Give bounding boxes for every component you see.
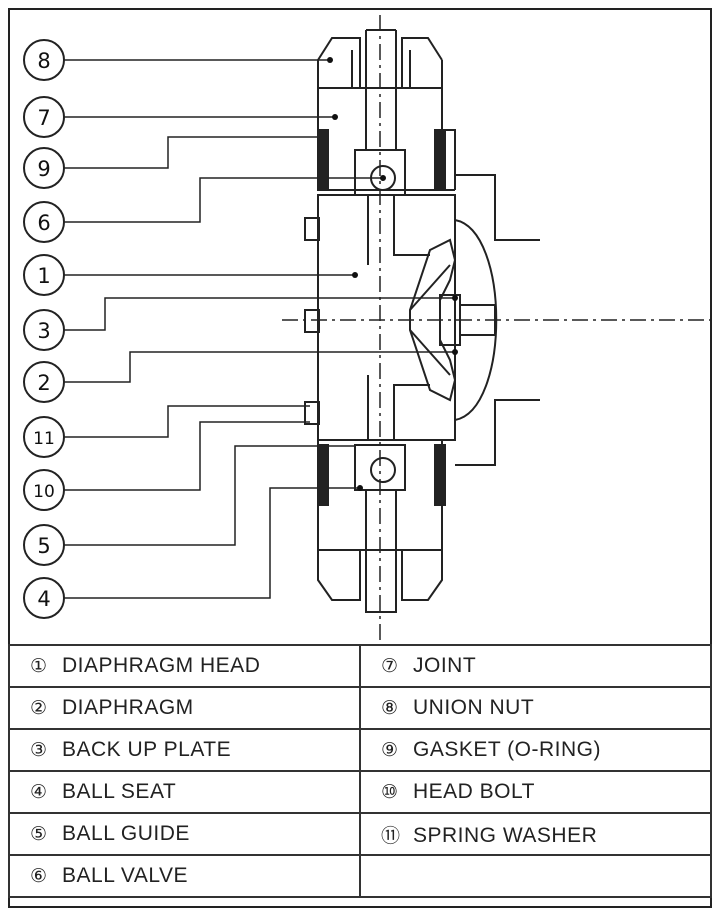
legend-name: GASKET (O-RING) — [413, 738, 601, 761]
head-bolt-top — [304, 217, 320, 241]
drive-housing — [455, 174, 540, 466]
callout-9-label: 9 — [37, 157, 50, 181]
legend-num: ⑨ — [381, 740, 399, 761]
legend-cell: ⑪ SPRING WASHER — [359, 812, 712, 856]
legend-row: ⑥ BALL VALVE — [8, 854, 712, 898]
callout-5-label: 5 — [37, 534, 50, 558]
callout-1-label: 1 — [37, 264, 50, 288]
legend-name: JOINT — [413, 654, 477, 677]
legend-name: BACK UP PLATE — [62, 738, 232, 761]
legend-cell: ⑨ GASKET (O-RING) — [359, 728, 712, 772]
callout-7-label: 7 — [37, 106, 50, 130]
legend-cell: ⑦ JOINT — [359, 644, 712, 688]
callout-labels: 8 7 9 6 1 3 2 11 10 5 4 — [33, 49, 55, 611]
legend-row: ③ BACK UP PLATE ⑨ GASKET (O-RING) — [8, 728, 712, 772]
legend-cell: ② DIAPHRAGM — [8, 686, 361, 730]
legend-num: ⑪ — [381, 825, 401, 847]
legend-name: UNION NUT — [413, 696, 535, 719]
legend-num: ⑧ — [381, 698, 399, 719]
legend-name: HEAD BOLT — [413, 780, 535, 803]
callout-8-label: 8 — [37, 49, 50, 73]
legend-num: ③ — [30, 740, 48, 761]
head-bolt-mid — [304, 309, 320, 333]
legend-cell: ⑥ BALL VALVE — [8, 854, 361, 898]
shaft-stub — [459, 304, 496, 336]
legend-row: ⑤ BALL GUIDE ⑪ SPRING WASHER — [8, 812, 712, 856]
head-bolt-low — [304, 401, 320, 425]
leader-2 — [64, 351, 455, 383]
leader-11 — [64, 405, 310, 438]
bottom-ball — [370, 457, 396, 483]
leader-3 — [64, 297, 455, 331]
callout-2-label: 2 — [37, 371, 50, 395]
legend-row: ① DIAPHRAGM HEAD ⑦ JOINT — [8, 644, 712, 688]
legend-name: BALL GUIDE — [62, 822, 190, 845]
legend-cell: ⑧ UNION NUT — [359, 686, 712, 730]
legend-cell-empty — [359, 854, 712, 898]
legend-name: SPRING WASHER — [413, 823, 598, 847]
legend-cell: ④ BALL SEAT — [8, 770, 361, 814]
diaphragm-housing — [454, 219, 498, 421]
legend-num: ⑥ — [30, 866, 48, 887]
legend-num: ⑤ — [30, 824, 48, 845]
legend-cell: ⑩ HEAD BOLT — [359, 770, 712, 814]
legend-num: ① — [30, 656, 48, 677]
bottom-joint-body — [317, 440, 443, 551]
legend-cell: ① DIAPHRAGM HEAD — [8, 644, 361, 688]
upper-channel — [367, 195, 430, 265]
legend-name: DIAPHRAGM — [62, 696, 194, 719]
legend-num: ② — [30, 698, 48, 719]
legend-name: DIAPHRAGM HEAD — [62, 654, 261, 677]
leader-5 — [64, 445, 355, 546]
legend-num: ④ — [30, 782, 48, 803]
parts-legend-table: ① DIAPHRAGM HEAD ⑦ JOINT ② DIAPHRAGM ⑧ UNION… — [8, 644, 712, 898]
callout-4-label: 4 — [37, 587, 50, 611]
top-union-nut — [317, 37, 443, 89]
bottom-gasket-right — [434, 444, 446, 506]
leader-6 — [64, 177, 383, 223]
top-gasket-left — [317, 129, 329, 191]
legend-name: BALL VALVE — [62, 864, 189, 887]
bottom-gasket-left — [317, 444, 329, 506]
legend-cell: ③ BACK UP PLATE — [8, 728, 361, 772]
legend-row: ④ BALL SEAT ⑩ HEAD BOLT — [8, 770, 712, 814]
callout-3-label: 3 — [37, 319, 50, 343]
leader-9 — [64, 136, 325, 169]
bottom-union-nut — [317, 550, 443, 601]
top-joint-stem — [365, 29, 397, 150]
leader-10 — [64, 421, 310, 491]
callout-6-label: 6 — [37, 211, 50, 235]
leader-4 — [64, 487, 360, 599]
main-body-outline — [317, 194, 456, 441]
top-gasket-right — [434, 129, 446, 191]
leader-lines — [64, 59, 455, 599]
legend-num: ⑩ — [381, 782, 399, 803]
legend-cell: ⑤ BALL GUIDE — [8, 812, 361, 856]
legend-row: ② DIAPHRAGM ⑧ UNION NUT — [8, 686, 712, 730]
diagram-frame — [8, 8, 712, 908]
callout-10-label: 10 — [33, 482, 55, 502]
lower-channel — [367, 375, 430, 440]
bottom-ball-guide — [354, 444, 406, 491]
legend-num: ⑦ — [381, 656, 399, 677]
bottom-joint-stem — [365, 490, 397, 613]
callout-11-label: 11 — [33, 429, 55, 449]
pump-cross-section-drawing: 8 7 9 6 1 3 2 11 10 5 4 — [23, 15, 712, 642]
legend-name: BALL SEAT — [62, 780, 177, 803]
